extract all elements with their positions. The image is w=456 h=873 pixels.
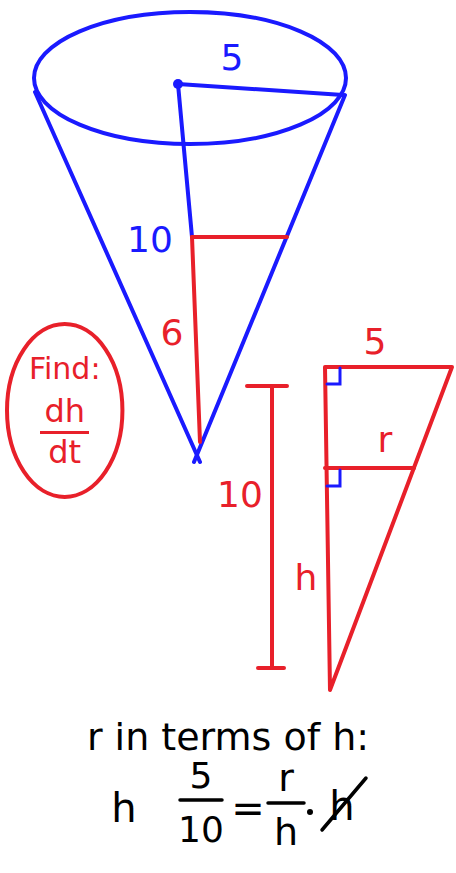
cone-rim	[34, 12, 346, 144]
cone-side	[194, 95, 345, 462]
radius-label: 5	[364, 324, 387, 360]
goal-heading: Find:	[25, 351, 105, 385]
water-height-label: 6	[161, 315, 184, 351]
water-height	[192, 237, 200, 442]
step-heading: r in terms of h:	[87, 718, 369, 756]
height-label: 10	[127, 222, 173, 258]
inner-radius	[325, 466, 414, 470]
height-variable: h	[295, 560, 318, 596]
equation-term: 5	[190, 758, 213, 794]
oval-outline	[7, 324, 122, 497]
height-bracket	[247, 386, 287, 668]
equation-sign: =	[231, 788, 265, 828]
radius-variable: r	[378, 422, 393, 458]
fraction-bar	[180, 798, 222, 802]
radius-line	[178, 84, 343, 95]
axis-line	[178, 84, 192, 237]
derivative-part: dt	[44, 434, 85, 470]
goal-oval: Find: dhdt	[5, 322, 124, 499]
fraction-bar	[268, 801, 304, 805]
height-label: 10	[217, 477, 263, 513]
equation-term: h	[274, 813, 298, 851]
right-angle-mark	[327, 470, 340, 486]
derivative-part: dh	[40, 395, 89, 435]
radius-label: 5	[221, 40, 244, 76]
equation-term: 10	[178, 812, 224, 848]
multiply-dot	[307, 809, 313, 815]
center-dot	[173, 79, 183, 89]
similar-triangle	[325, 367, 452, 690]
equation-term: h	[329, 786, 354, 826]
water-level	[192, 235, 287, 239]
equation-term: r	[278, 759, 294, 797]
cancel-slash	[322, 778, 366, 830]
cone-side	[35, 92, 200, 462]
equation-term: h	[111, 788, 136, 828]
right-angle-mark	[327, 368, 340, 384]
